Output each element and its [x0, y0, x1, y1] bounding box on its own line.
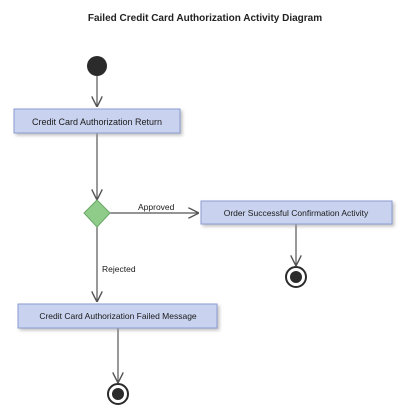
edge-approved-label: Approved [138, 202, 175, 212]
edge-rejected-label: Rejected [102, 264, 136, 274]
initial-node [87, 56, 107, 76]
decision-node [83, 199, 111, 228]
diagram-title: Failed Credit Card Authorization Activit… [87, 13, 323, 24]
activity-return-label: Credit Card Authorization Return [32, 117, 162, 127]
activity-success-label: Order Successful Confirmation Activity [224, 208, 369, 218]
activity-return: Credit Card Authorization Return [13, 108, 181, 134]
final-node-success [285, 266, 307, 288]
activity-failed-label: Credit Card Authorization Failed Message [39, 311, 197, 321]
activity-failed: Credit Card Authorization Failed Message [17, 303, 218, 329]
activity-success: Order Successful Confirmation Activity [200, 200, 393, 225]
final-node-failed [107, 383, 129, 405]
